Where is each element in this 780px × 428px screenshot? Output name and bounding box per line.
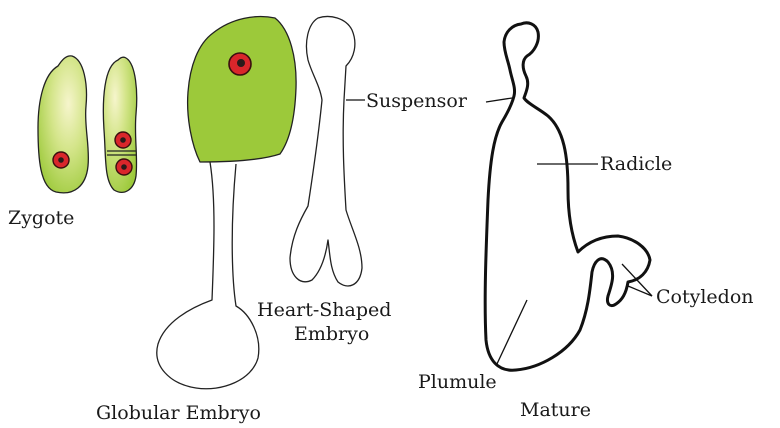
- label-zygote: Zygote: [8, 207, 74, 229]
- label-radicle: Radicle: [600, 153, 672, 175]
- nucleus: [53, 152, 69, 168]
- heart-shaped-embryo: [290, 17, 365, 286]
- embryo-proper: [188, 17, 296, 162]
- two-celled-zygote: [103, 57, 136, 192]
- suspensor: [157, 162, 259, 389]
- label-mature: Mature: [520, 399, 591, 421]
- suspensor-leader: [486, 98, 512, 102]
- mature-embryo: [485, 23, 652, 370]
- label-cotyledon: Cotyledon: [656, 286, 754, 308]
- nucleus: [115, 132, 131, 148]
- label-heart-shaped-line1: Heart-Shaped: [257, 299, 391, 321]
- label-plumule: Plumule: [418, 371, 497, 393]
- label-suspensor: Suspensor: [366, 90, 468, 112]
- label-heart-shaped-line2: Embryo: [294, 323, 369, 345]
- label-globular-embryo: Globular Embryo: [96, 402, 261, 424]
- globular-embryo: [157, 17, 296, 389]
- nucleus: [116, 159, 132, 175]
- nucleus: [229, 53, 251, 75]
- zygote-cell: [38, 56, 88, 193]
